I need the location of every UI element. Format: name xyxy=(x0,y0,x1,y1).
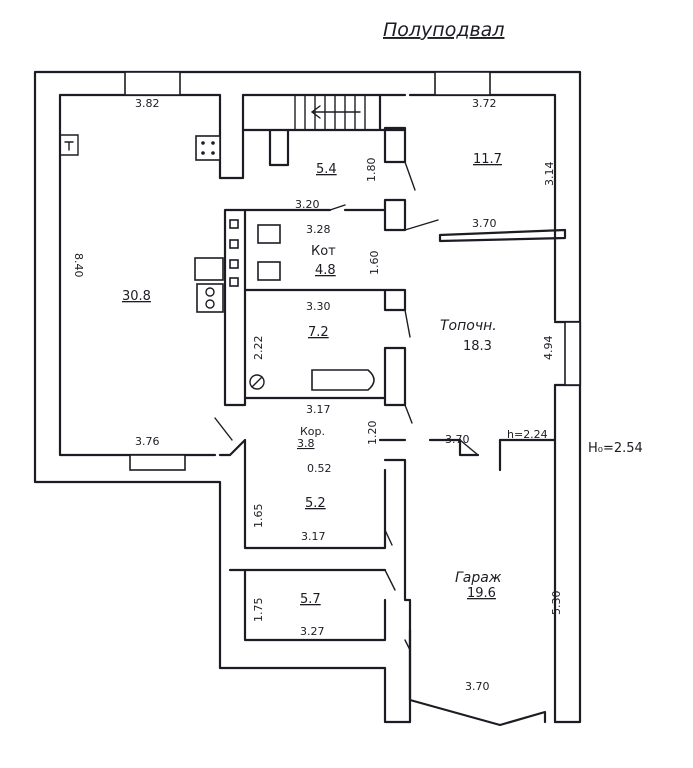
dim-top-right-top: 3.72 xyxy=(472,97,497,110)
ceiling-height: h=2.24 xyxy=(507,428,548,441)
hall-area: 5.4 xyxy=(316,162,337,177)
plan-title: Полуподвал xyxy=(383,19,504,41)
corridor-walls xyxy=(218,438,462,724)
ground-height: H₀=2.54 xyxy=(588,441,643,456)
stove-icon xyxy=(195,135,221,161)
top-right-partition xyxy=(438,228,567,243)
dim-top-right-bottom: 3.70 xyxy=(472,217,497,230)
walls xyxy=(33,70,582,727)
dim-store1-left: 1.65 xyxy=(252,504,265,529)
window-right xyxy=(564,321,581,386)
dim-hall-right: 1.80 xyxy=(365,158,378,183)
dim-store1-bottom: 3.17 xyxy=(301,530,326,543)
dim-boiler-top: 3.28 xyxy=(306,223,331,236)
drain-icon xyxy=(249,374,265,390)
top-right-area: 11.7 xyxy=(473,152,502,167)
boiler-room-area: 4.8 xyxy=(315,263,336,278)
sink-icon xyxy=(194,257,224,281)
dim-main-right: 2.22 xyxy=(252,336,265,361)
dim-main-top: 3.82 xyxy=(135,97,160,110)
dim-corridor-bottom: 0.52 xyxy=(307,462,332,475)
corridor-name: Кор. xyxy=(300,425,325,438)
garage-area: 19.6 xyxy=(467,586,496,601)
bath-area: 7.2 xyxy=(308,325,329,340)
boiler-room-name: Кот xyxy=(311,244,336,259)
dim-boiler-bottom: 3.30 xyxy=(306,300,331,313)
socket-icon xyxy=(59,134,79,156)
arrow-left-icon xyxy=(310,105,361,119)
dim-hall-bottom: 3.20 xyxy=(295,198,320,211)
store2-area: 5.7 xyxy=(300,592,321,607)
garage-name: Гараж xyxy=(455,570,502,586)
staircase xyxy=(294,94,366,131)
dim-garage-bottom: 3.70 xyxy=(465,680,490,693)
dim-furnace-right: 4.94 xyxy=(542,336,555,361)
dim-corridor-right: 1.20 xyxy=(366,421,379,446)
dim-bath-bottom: 3.17 xyxy=(306,403,331,416)
fixtures xyxy=(59,134,375,391)
main-room-wall xyxy=(58,93,557,472)
furnace-room-name: Топочн. xyxy=(440,318,497,334)
boiler-icon-1 xyxy=(257,224,281,244)
dim-store2-bottom: 3.27 xyxy=(300,625,325,638)
boiler-icon-2 xyxy=(257,261,281,281)
dim-store2-left: 1.75 xyxy=(252,598,265,623)
store1-area: 5.2 xyxy=(305,496,326,511)
furnace-room-area: 18.3 xyxy=(463,339,492,354)
dim-top-right-right: 3.14 xyxy=(543,162,556,187)
corridor-area: 3.8 xyxy=(297,437,315,450)
window-top-right xyxy=(434,71,491,96)
main-room-area: 30.8 xyxy=(122,289,151,304)
dim-garage-right: 5.30 xyxy=(550,591,563,616)
doors xyxy=(214,161,479,651)
stair-walls xyxy=(218,93,407,180)
windows xyxy=(124,71,581,471)
window-top-left xyxy=(124,71,181,96)
dim-main-left: 8.40 xyxy=(72,253,85,278)
bathtub-icon xyxy=(311,369,375,391)
dim-furnace-bottom: 3.70 xyxy=(445,433,470,446)
dim-main-bottom: 3.76 xyxy=(135,435,160,448)
window-bottom-left xyxy=(129,454,186,471)
dim-boiler-right: 1.60 xyxy=(368,251,381,276)
outer-wall xyxy=(33,70,582,724)
garage-walls xyxy=(408,438,557,727)
